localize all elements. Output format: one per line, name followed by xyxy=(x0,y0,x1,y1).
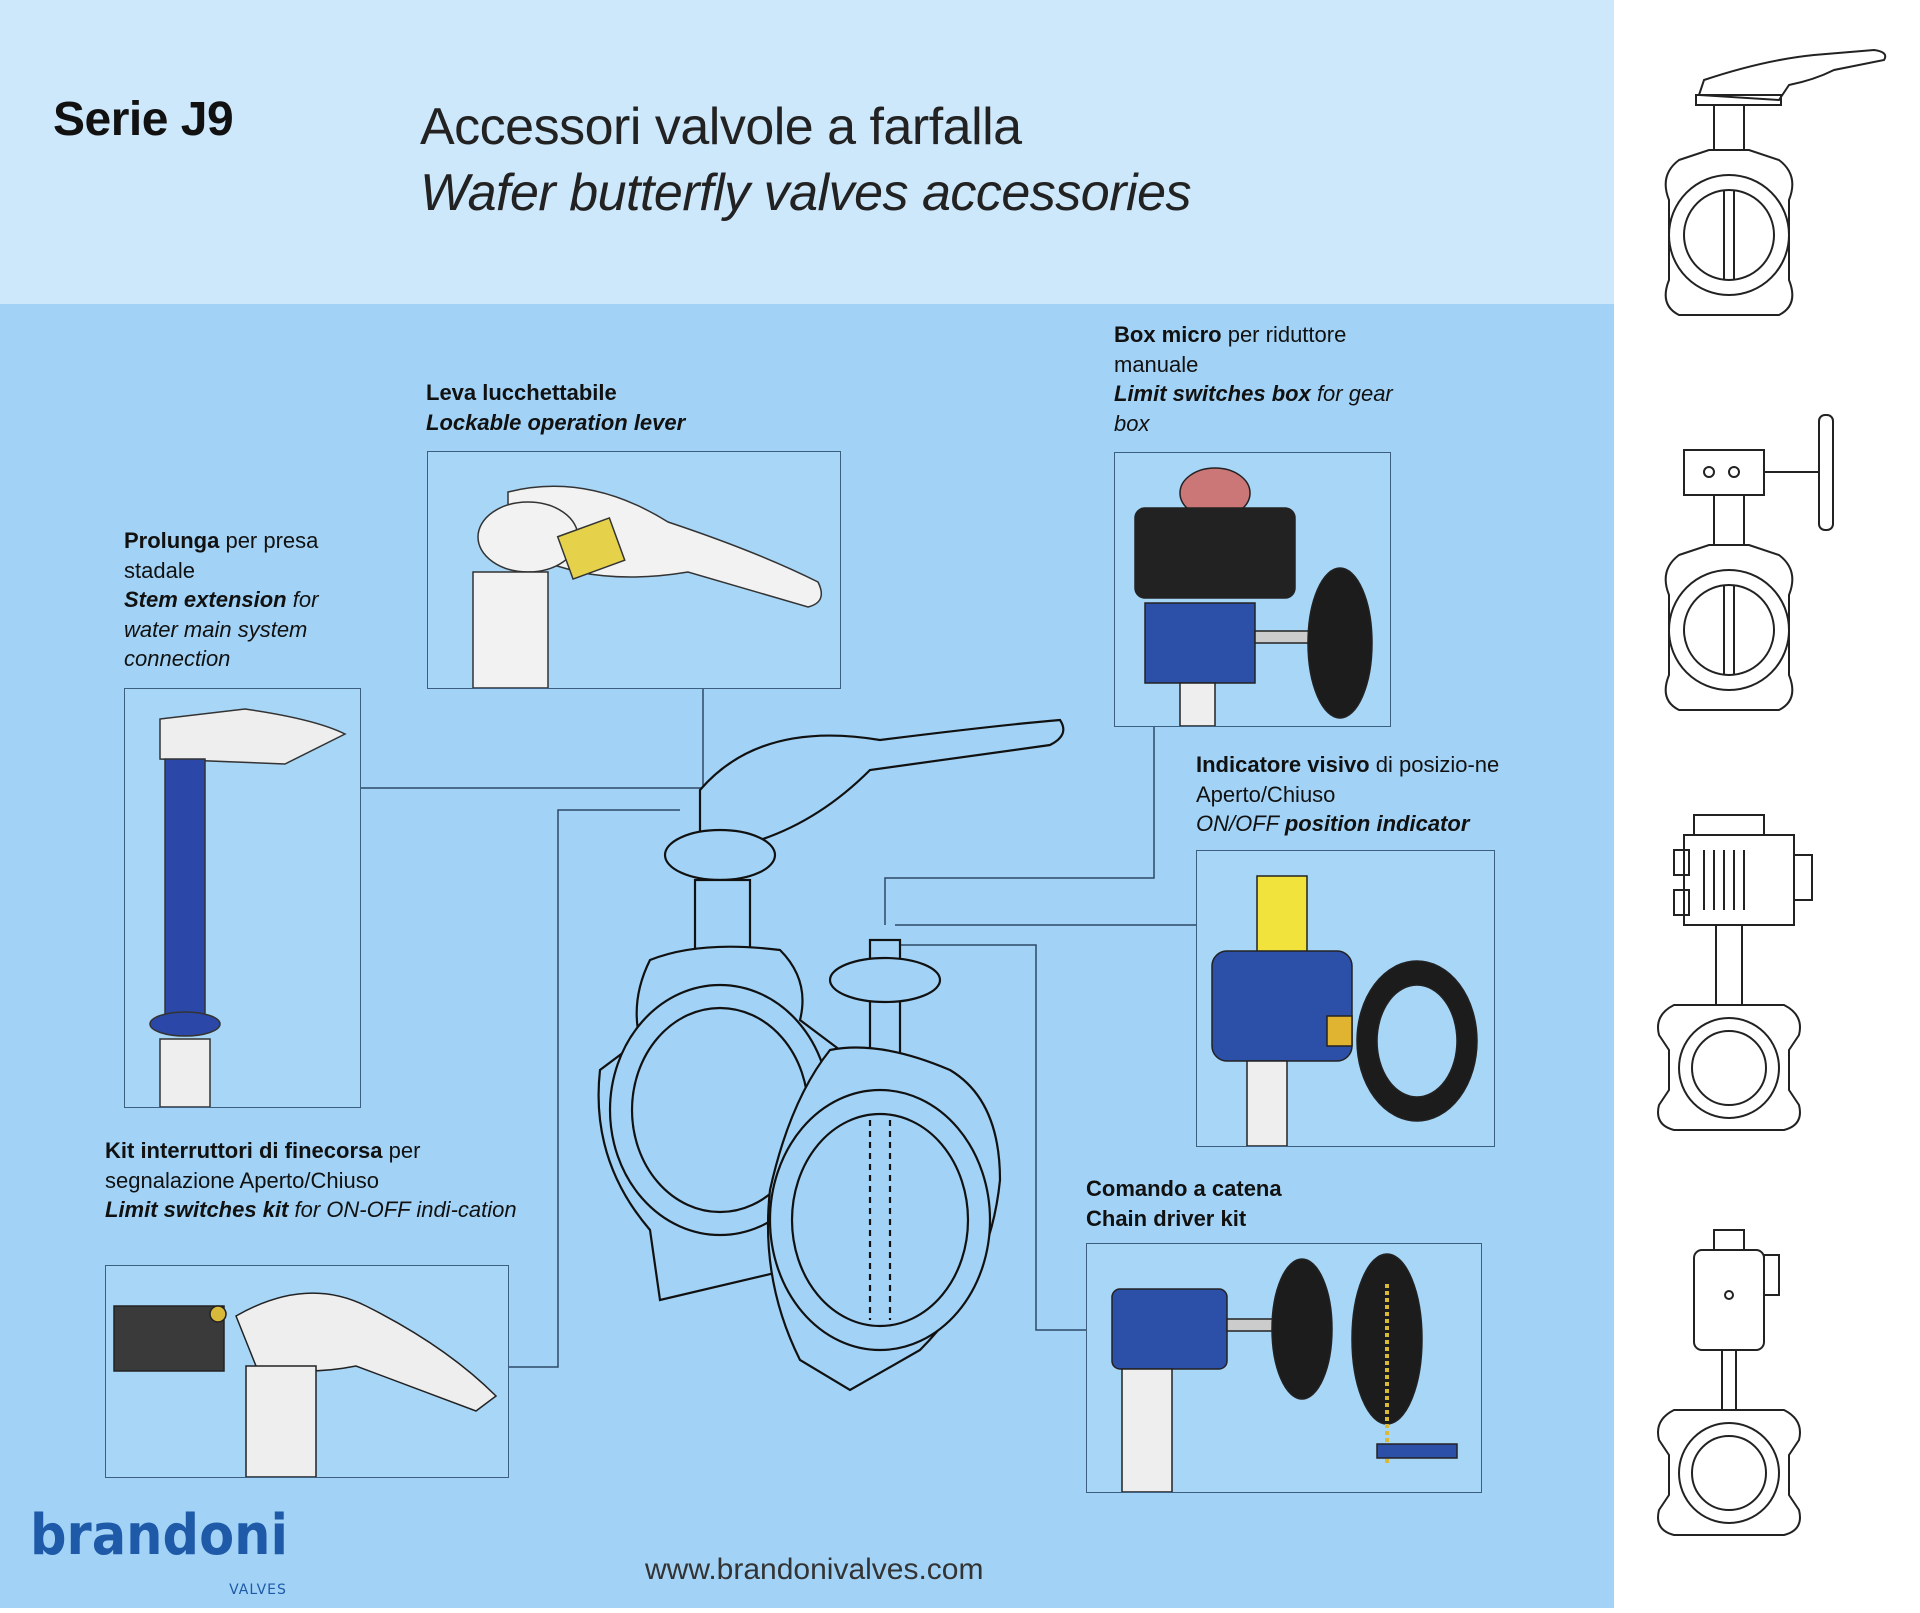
label-it-bold: Comando a catena xyxy=(1086,1176,1282,1201)
label-position-indicator: Indicatore visivo di posizio-ne Aperto/C… xyxy=(1196,750,1536,839)
label-it-rest: per riduttore manuale xyxy=(1114,322,1347,377)
valve-pneumatic-view xyxy=(1657,1229,1801,1536)
label-it-rest: per segnalazione Aperto/Chiuso xyxy=(105,1138,421,1193)
image-limit-switches-kit xyxy=(105,1265,509,1478)
connector-box-micro xyxy=(884,725,1155,925)
label-it-bold: Box micro xyxy=(1114,322,1222,347)
label-box-micro: Box micro per riduttore manuale Limit sw… xyxy=(1114,320,1414,438)
label-it-bold: Indicatore visivo xyxy=(1196,752,1370,777)
title-italian: Accessori valvole a farfalla xyxy=(420,98,1022,156)
connector-limit-kit xyxy=(507,809,680,1368)
label-en-rest: for gear box xyxy=(1114,381,1393,436)
label-en-bold: Limit switches kit xyxy=(105,1197,289,1222)
valve-side-views xyxy=(1657,48,1887,1536)
header-band xyxy=(0,0,1614,304)
side-panel xyxy=(1614,0,1920,1608)
label-it-rest: per presa stadale xyxy=(124,528,319,583)
label-lockable-lever: Leva lucchettabile Lockable operation le… xyxy=(426,378,685,437)
page-title: Accessori valvole a farfalla Wafer butte… xyxy=(420,94,1192,226)
series-title: Serie J9 xyxy=(53,93,234,146)
label-en-rest: for water main system connection xyxy=(124,587,319,671)
connector-chain xyxy=(900,944,1086,1331)
website-link[interactable]: www.brandonivalves.com xyxy=(645,1553,984,1586)
image-chain-driver xyxy=(1086,1243,1482,1493)
label-it-bold: Leva lucchettabile xyxy=(426,380,617,405)
label-en-bold: Chain driver kit xyxy=(1086,1205,1247,1231)
title-english: Wafer butterfly valves accessories xyxy=(420,164,1192,222)
brandoni-logo: brandoni VALVES xyxy=(30,1496,300,1605)
label-limit-switches-kit: Kit interruttori di finecorsa per segnal… xyxy=(105,1136,525,1225)
image-lockable-lever xyxy=(427,451,841,689)
valve-gearbox-view xyxy=(1664,414,1834,711)
label-it-bold: Kit interruttori di finecorsa xyxy=(105,1138,383,1163)
label-it-rest: di posizio-ne Aperto/Chiuso xyxy=(1196,752,1500,807)
image-box-micro xyxy=(1114,452,1391,727)
connector-lever xyxy=(690,687,704,789)
connector-lines xyxy=(359,687,1196,1392)
label-chain-driver: Comando a catena Chain driver kit xyxy=(1086,1174,1282,1233)
label-it-bold: Prolunga xyxy=(124,528,220,553)
label-en-pre: ON/OFF xyxy=(1196,811,1285,836)
label-en-rest: for ON-OFF indi-cation xyxy=(288,1197,517,1222)
label-en-bold: position indicator xyxy=(1284,811,1470,836)
valve-lever-view xyxy=(1664,48,1887,316)
valve-actuator-view xyxy=(1657,814,1813,1131)
label-en-bold: Limit switches box xyxy=(1114,381,1311,406)
image-stem-extension xyxy=(124,688,361,1108)
image-position-indicator xyxy=(1196,850,1495,1147)
label-stem-extension: Prolunga per presa stadale Stem extensio… xyxy=(124,526,374,674)
svg-text:brandoni: brandoni xyxy=(30,1503,288,1568)
label-en-bold: Lockable operation lever xyxy=(426,409,686,435)
label-en-bold: Stem extension xyxy=(124,587,287,612)
svg-text:VALVES: VALVES xyxy=(229,1582,287,1598)
central-valve-drawing xyxy=(597,718,1065,1392)
